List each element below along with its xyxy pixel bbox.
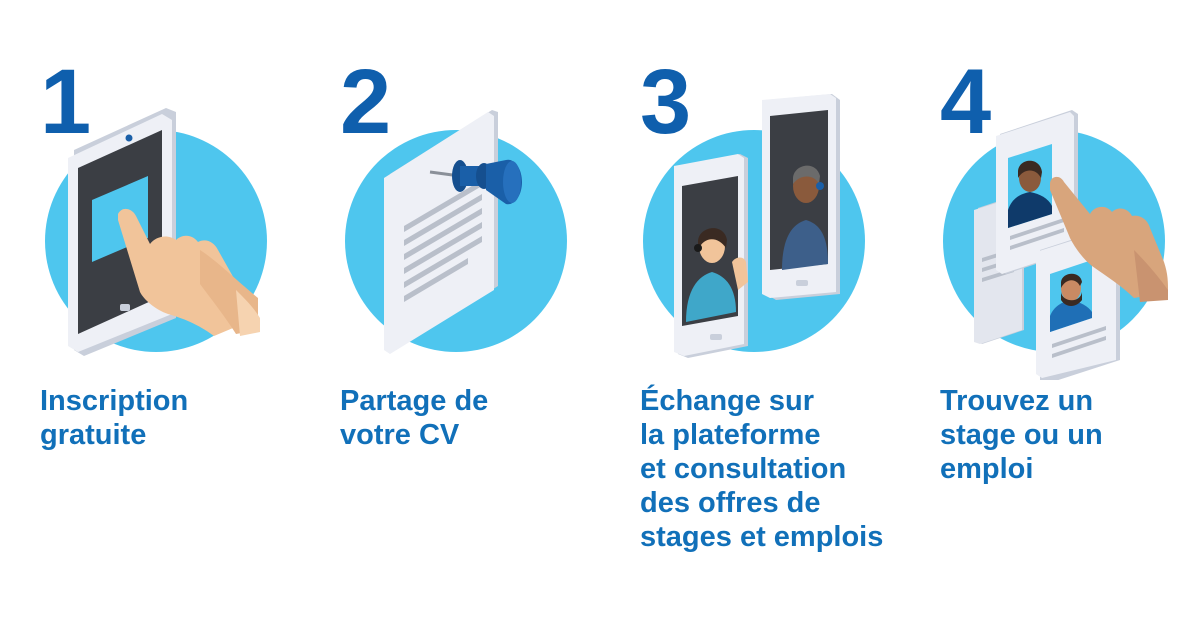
caption-line: stages et emplois [640, 521, 884, 553]
tablet-tap-icon [45, 108, 267, 356]
caption-line: emploi [940, 453, 1034, 485]
profile-cards-select-icon [943, 110, 1168, 380]
caption-line: et consultation [640, 453, 847, 485]
caption-line: Échange sur [640, 385, 815, 417]
step-2-number: 2 [340, 51, 392, 153]
step-1-number: 1 [40, 51, 92, 153]
step-3: 3 Échange sur la plateforme et consultat… [600, 0, 900, 631]
step-2-caption: Partage de votre CV [340, 384, 488, 452]
step-1-caption: Inscription gratuite [40, 384, 188, 452]
caption-line: Inscription [40, 385, 189, 417]
caption-line: gratuite [40, 419, 147, 451]
caption-line: votre CV [340, 419, 460, 451]
phone-video-call-icon [643, 94, 865, 358]
step-2: 2 Partage de votre CV [300, 0, 600, 631]
caption-line: la plateforme [640, 419, 821, 451]
caption-line: Trouvez un [940, 385, 1094, 417]
pinned-document-icon [345, 110, 567, 354]
step-3-caption: Échange sur la plateforme et consultatio… [640, 384, 883, 554]
step-4: 4 Trouvez un stage ou un emploi [900, 0, 1200, 631]
caption-line: Partage de [340, 385, 489, 417]
step-4-number: 4 [940, 51, 992, 153]
caption-line: stage ou un [940, 419, 1103, 451]
step-3-number: 3 [640, 51, 692, 153]
step-4-caption: Trouvez un stage ou un emploi [940, 384, 1103, 486]
caption-line: des offres de [640, 487, 821, 519]
step-1: 1 Inscription gratuite [0, 0, 300, 631]
